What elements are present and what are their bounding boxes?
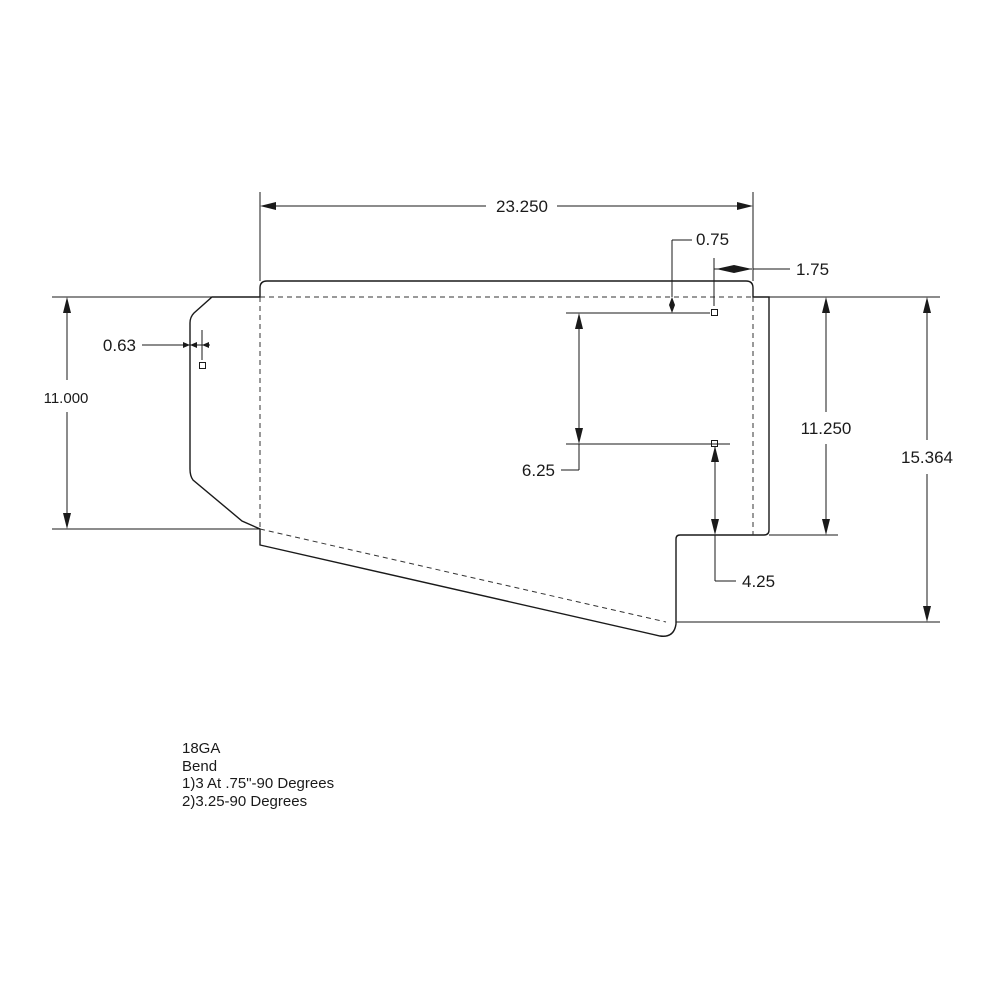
dimension-inner-right-height: 11.250	[769, 297, 852, 536]
dimension-right-tab: 1.75	[713, 258, 829, 306]
dimension-label-inner-right-height: 11.250	[801, 419, 852, 438]
note-bend-2: 2)3.25-90 Degrees	[182, 792, 308, 810]
dimension-label-overall-width: 23.250	[496, 197, 548, 216]
dimension-label-hole-to-step: 4.25	[742, 572, 775, 591]
hole-top	[711, 309, 718, 316]
fabrication-notes: 18GA Bend 1)3 At .75"-90 Degrees 2)3.25-…	[182, 740, 334, 810]
dimension-right-height: 15.364	[676, 296, 953, 623]
note-bend-1: 1)3 At .75"-90 Degrees	[182, 775, 335, 792]
dimension-overall-width: 23.250	[259, 192, 754, 281]
dimension-label-left-hole-offset: 0.63	[103, 336, 136, 355]
dimension-label-top-offset: 0.75	[696, 230, 729, 249]
dimension-top-offset: 0.75	[665, 230, 729, 314]
note-bend-title: Bend	[182, 757, 218, 775]
bend-lines	[259, 296, 754, 623]
hole-left	[199, 362, 206, 369]
dimension-left-hole-offset: 0.63	[103, 330, 210, 360]
part-outline	[189, 280, 770, 637]
dimension-hole-to-step: 4.25	[711, 446, 775, 591]
dimension-label-left-height: 11.000	[44, 390, 89, 407]
dimension-label-right-height: 15.364	[901, 448, 953, 467]
note-gauge: 18GA	[182, 740, 221, 757]
dimension-hole-spacing: 6.25	[522, 312, 730, 480]
dimension-label-hole-spacing: 6.25	[522, 461, 555, 480]
dimension-label-right-tab: 1.75	[796, 260, 829, 279]
dimension-left-height: 11.000	[44, 296, 260, 530]
